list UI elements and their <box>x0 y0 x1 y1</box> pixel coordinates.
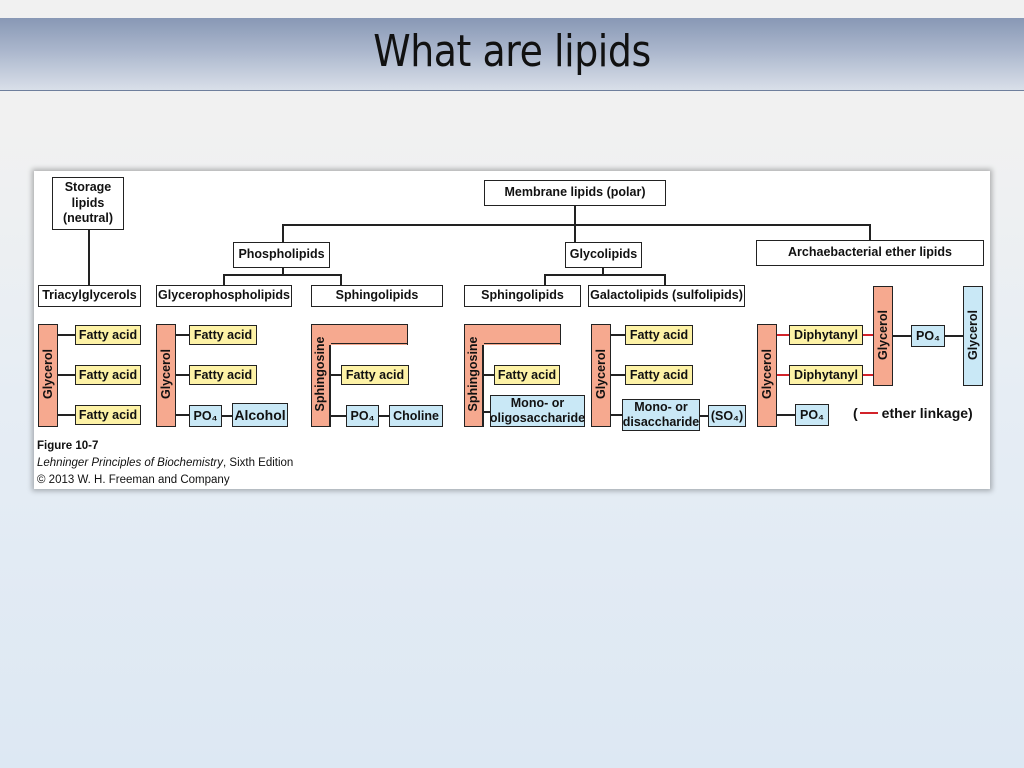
ester-bond <box>611 334 625 336</box>
sphingosine-text: Sphingosine <box>313 336 327 412</box>
phospholipid-stem-line <box>282 268 284 274</box>
phosphate-bond <box>945 335 963 337</box>
ester-bond <box>58 414 75 416</box>
phosphate-bond <box>222 415 232 417</box>
ether-bond <box>777 334 789 336</box>
sphingosine-edge <box>484 343 561 345</box>
glycerol-text: Glycerol <box>159 348 173 400</box>
glyco-sphingolipid-drop-line <box>544 274 546 286</box>
storage-branch-line <box>88 230 90 285</box>
slide-title: What are lipids <box>373 26 651 77</box>
sphingosine-tail <box>311 324 408 345</box>
glycolipid-stem-line <box>602 268 604 274</box>
phosphate-box: PO₄ <box>346 405 379 427</box>
phosphate-box: PO₄ <box>911 325 945 347</box>
phosphate-bond <box>777 414 795 416</box>
fatty-acid-box: Fatty acid <box>625 365 693 385</box>
glycolipid-drop-line <box>574 224 576 242</box>
amide-bond <box>484 374 494 376</box>
glycolipids-label: Glycolipids <box>565 242 642 268</box>
copyright-line: © 2013 W. H. Freeman and Company <box>37 474 230 486</box>
phosphate-bond <box>379 415 389 417</box>
book-edition: , Sixth Edition <box>223 457 294 469</box>
glycosidic-bond <box>611 414 622 416</box>
source-line: Lehninger Principles of Biochemistry, Si… <box>37 457 293 469</box>
glycolipid-split-line <box>544 274 666 276</box>
sphingosine-edge <box>331 343 408 345</box>
glycosidic-bond <box>484 411 490 413</box>
lipid-classification-figure: Storage lipids (neutral) Membrane lipids… <box>34 171 990 489</box>
fatty-acid-box: Fatty acid <box>75 405 141 425</box>
ester-bond <box>58 374 75 376</box>
sulfate-bond <box>700 415 708 417</box>
glycerol-text: Glycerol <box>966 309 980 361</box>
phosphate-bond <box>331 415 346 417</box>
figure-number: Figure 10-7 <box>37 440 99 452</box>
glyco-sphingolipids-label: Sphingolipids <box>464 285 581 307</box>
ether-bond <box>863 334 873 336</box>
sphingolipid-drop-line <box>340 274 342 286</box>
ester-bond <box>176 334 189 336</box>
membrane-stem-line <box>574 206 576 224</box>
galactolipid-drop-line <box>664 274 666 286</box>
archaea-drop-line <box>869 224 871 240</box>
phosphate-box: PO₄ <box>795 404 829 426</box>
glycerol-backbone <box>591 324 611 427</box>
sphingosine-edge <box>329 345 331 427</box>
title-bar <box>0 18 1024 91</box>
sulfate-box: (SO₄) <box>708 405 746 427</box>
mono-oligosaccharide-box: Mono- or oligosaccharide <box>489 395 586 427</box>
ester-bond <box>611 374 625 376</box>
glycerol-backbone <box>757 324 777 427</box>
glycerol-head-block <box>963 286 983 386</box>
phospholipid-split-line <box>223 274 342 276</box>
fatty-acid-box: Fatty acid <box>625 325 693 345</box>
archaebacterial-ether-lipids-label: Archaebacterial ether lipids <box>756 240 984 266</box>
sphingosine-text: Sphingosine <box>466 336 480 412</box>
phospholipids-label: Phospholipids <box>233 242 330 268</box>
glycerol-backbone <box>38 324 58 427</box>
ether-linkage-legend: ( ether linkage) <box>853 405 973 421</box>
phosphate-box: PO₄ <box>189 405 222 427</box>
phosphate-bond <box>893 335 911 337</box>
choline-box: Choline <box>389 405 443 427</box>
glycerol-text: Glycerol <box>594 348 608 400</box>
glycerol-text: Glycerol <box>760 348 774 400</box>
fatty-acid-box: Fatty acid <box>189 365 257 385</box>
glycerophospholipids-label: Glycerophospholipids <box>156 285 292 307</box>
legend-open-paren: ( <box>853 405 858 421</box>
diphytanyl-box: Diphytanyl <box>789 325 863 345</box>
ester-bond <box>176 374 189 376</box>
fatty-acid-box: Fatty acid <box>494 365 560 385</box>
amide-bond <box>331 374 341 376</box>
fatty-acid-box: Fatty acid <box>341 365 409 385</box>
sphingolipids-label: Sphingolipids <box>311 285 443 307</box>
glycerol-text: Glycerol <box>41 348 55 400</box>
red-line-swatch <box>859 411 878 415</box>
diphytanyl-box: Diphytanyl <box>789 365 863 385</box>
fatty-acid-box: Fatty acid <box>189 325 257 345</box>
galactolipids-label: Galactolipids (sulfolipids) <box>588 285 745 307</box>
fatty-acid-box: Fatty acid <box>75 325 141 345</box>
fatty-acid-box: Fatty acid <box>75 365 141 385</box>
glycerophospholipid-drop-line <box>223 274 225 286</box>
membrane-branch-line <box>282 224 871 226</box>
ether-bond <box>777 374 789 376</box>
ester-bond <box>58 334 75 336</box>
glycerol-backbone <box>156 324 176 427</box>
triacylglycerols-label: Triacylglycerols <box>38 285 141 307</box>
legend-label: ether linkage) <box>881 405 973 421</box>
glycerol-text: Glycerol <box>876 309 890 361</box>
membrane-lipids-label: Membrane lipids (polar) <box>484 180 666 206</box>
alcohol-box: Alcohol <box>232 403 288 427</box>
sphingosine-tail <box>464 324 561 345</box>
mono-disaccharide-box: Mono- or disaccharide <box>622 399 700 431</box>
sphingosine-edge <box>482 345 484 427</box>
book-title: Lehninger Principles of Biochemistry <box>37 457 224 469</box>
storage-lipids-label: Storage lipids (neutral) <box>52 177 124 230</box>
phospholipid-drop-line <box>282 224 284 242</box>
ether-bond <box>863 374 873 376</box>
glycerol-backbone <box>873 286 893 386</box>
phosphate-bond <box>176 414 189 416</box>
